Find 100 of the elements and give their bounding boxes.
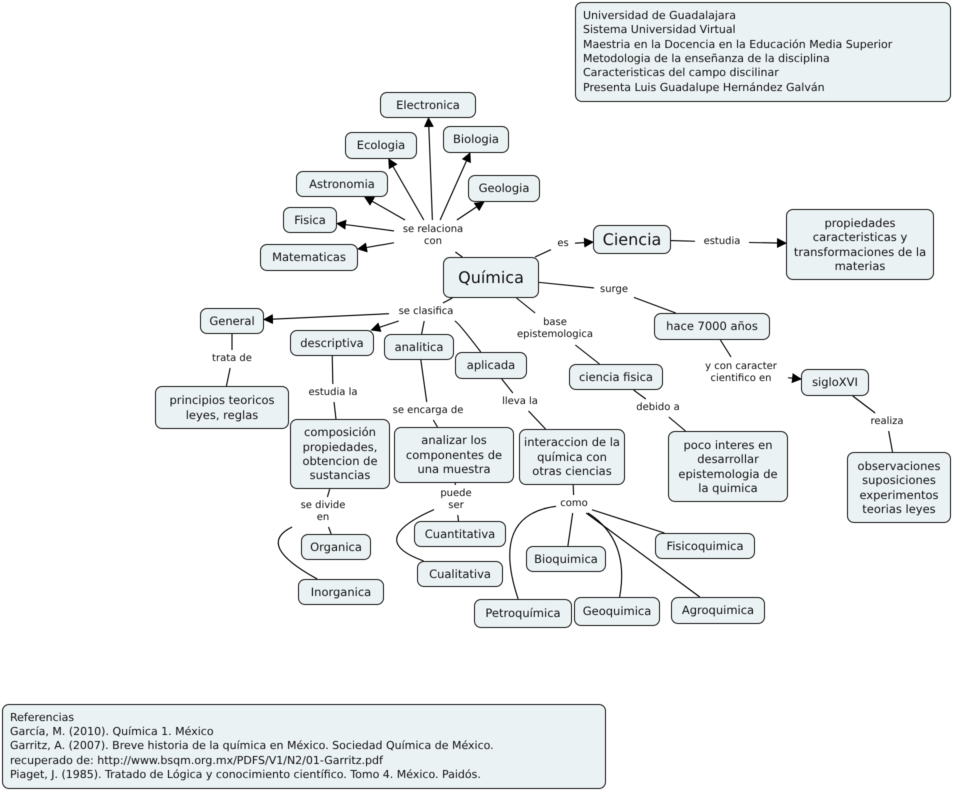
- concept-box: [468, 175, 540, 202]
- connector-line: [326, 488, 330, 498]
- connector-line: [509, 506, 556, 600]
- connector-line: [586, 512, 700, 598]
- connector-line: [455, 252, 463, 258]
- connector-line: [534, 249, 552, 258]
- connector-line: [528, 410, 546, 430]
- arrow: [357, 242, 394, 252]
- arrow: [574, 238, 594, 248]
- connector-line: [634, 296, 676, 314]
- connector-line: [442, 298, 453, 304]
- linking-phrase: realiza: [866, 415, 908, 429]
- concept-box: [296, 171, 388, 197]
- concept-label: Cuantitativa: [424, 526, 496, 542]
- concept-box: [526, 546, 606, 572]
- concept-box: [801, 369, 869, 396]
- arrow: [788, 373, 802, 384]
- connector-line: [420, 360, 428, 402]
- linking-phrase: trata de: [205, 352, 259, 366]
- connector-line: [538, 282, 594, 289]
- concept-box: [443, 126, 509, 153]
- note-line: Piaget, J. (1985). Tratado de Lógica y conocimiento científico. Tomo 4. México. Paidós.: [10, 768, 481, 782]
- connector-line: [575, 344, 600, 364]
- concept-box: [260, 244, 358, 271]
- note-line: Presenta Luis Guadalupe Hernández Galván: [583, 80, 825, 95]
- connector-line: [567, 512, 574, 546]
- concept-label: sigloXVI: [812, 375, 858, 390]
- note-line: García, M. (2010). Química 1. México: [10, 725, 214, 740]
- note-heading: Referencias: [10, 710, 74, 726]
- concept-label: Biologia: [453, 132, 499, 147]
- concept-box: [298, 579, 384, 605]
- connector-line: [852, 396, 876, 414]
- arrow: [424, 117, 434, 220]
- linking-phrase: estudia la: [302, 386, 364, 400]
- connector-line: [501, 378, 514, 394]
- arrow: [336, 220, 394, 232]
- concept-label: Astronomia: [309, 176, 375, 192]
- connector-line: [588, 512, 622, 598]
- note-box: [2, 704, 606, 789]
- concept-box: [786, 209, 934, 280]
- concept-label: Ciencia: [602, 230, 662, 250]
- arrow: [440, 152, 471, 220]
- connector-line: [333, 402, 337, 420]
- note-line: Maestria en la Docencia en la Educación Media Superior: [583, 38, 892, 52]
- linking-phrase: y con caracter cientifico en: [696, 359, 786, 387]
- concept-box: [414, 521, 506, 547]
- linking-phrase: es: [553, 237, 573, 251]
- concept-box: [384, 334, 454, 360]
- linking-phrase: se divide en: [294, 499, 352, 525]
- concept-label: Organica: [310, 540, 362, 554]
- arrow: [263, 313, 390, 324]
- note-line: recuperado de: http://www.bsqm.org.mx/PDFS/V1/N2/01-Garritz.pdf: [10, 754, 383, 768]
- linking-phrase: base epistemologica: [510, 315, 600, 343]
- connector-line: [670, 240, 696, 242]
- linking-phrase: debido a: [631, 401, 685, 415]
- concept-label: Química: [458, 268, 524, 288]
- connector-line: [516, 298, 536, 314]
- connector-line: [572, 484, 574, 496]
- concept-box: [155, 386, 289, 429]
- concept-label: interaccion de la química con otras ciencias: [524, 435, 620, 479]
- linking-phrase: como: [558, 497, 590, 511]
- concept-box: [593, 225, 671, 254]
- concept-label: analitica: [394, 340, 444, 354]
- connector-line: [396, 509, 434, 562]
- concept-box: [668, 431, 788, 502]
- concept-label: descriptiva: [300, 336, 364, 350]
- connector-line: [421, 320, 425, 334]
- concept-box: [290, 330, 374, 356]
- concept-label: composición propiedades, obtencion de sustancias: [301, 425, 379, 483]
- concept-box: [569, 364, 663, 390]
- connector-line: [278, 526, 318, 580]
- linking-phrase: se relaciona con: [396, 222, 470, 250]
- concept-box: [655, 533, 755, 559]
- concept-label: aplicada: [466, 358, 516, 373]
- concept-label: Cualitativa: [429, 566, 491, 582]
- concept-label: poco interes en desarrollar epistemologia de la quimica: [677, 438, 779, 496]
- linking-phrase: se clasifica: [391, 305, 461, 319]
- linking-phrase: surge: [596, 283, 632, 297]
- concept-label: hace 7000 años: [666, 319, 758, 334]
- note-line: Universidad de Guadalajara: [583, 9, 736, 24]
- concept-box: [301, 534, 371, 560]
- concept-label: General: [209, 314, 255, 328]
- concept-label: propiedades caracteristicas y transformaciones de la materias: [792, 216, 928, 274]
- concept-label: Fisica: [294, 212, 326, 228]
- note-line: Garritz, A. (2007). Breve historia de la química en México. Sociedad Química de México.: [10, 739, 494, 754]
- concept-box: [574, 597, 660, 626]
- connector-line: [454, 482, 456, 486]
- concept-label: Geoquimica: [582, 604, 652, 619]
- connector-line: [668, 416, 686, 432]
- concept-label: Matematicas: [272, 250, 346, 265]
- connector-line: [633, 390, 646, 400]
- arrow: [456, 201, 485, 220]
- concept-label: Bioquimica: [534, 552, 598, 566]
- arrow: [388, 158, 424, 220]
- connector-line: [457, 514, 460, 522]
- concept-label: Electronica: [396, 98, 460, 112]
- concept-label: principios teoricos leyes, reglas: [168, 393, 276, 422]
- linking-phrase: se encarga de: [388, 404, 468, 418]
- concept-box: [519, 429, 625, 485]
- note-box: [575, 2, 951, 102]
